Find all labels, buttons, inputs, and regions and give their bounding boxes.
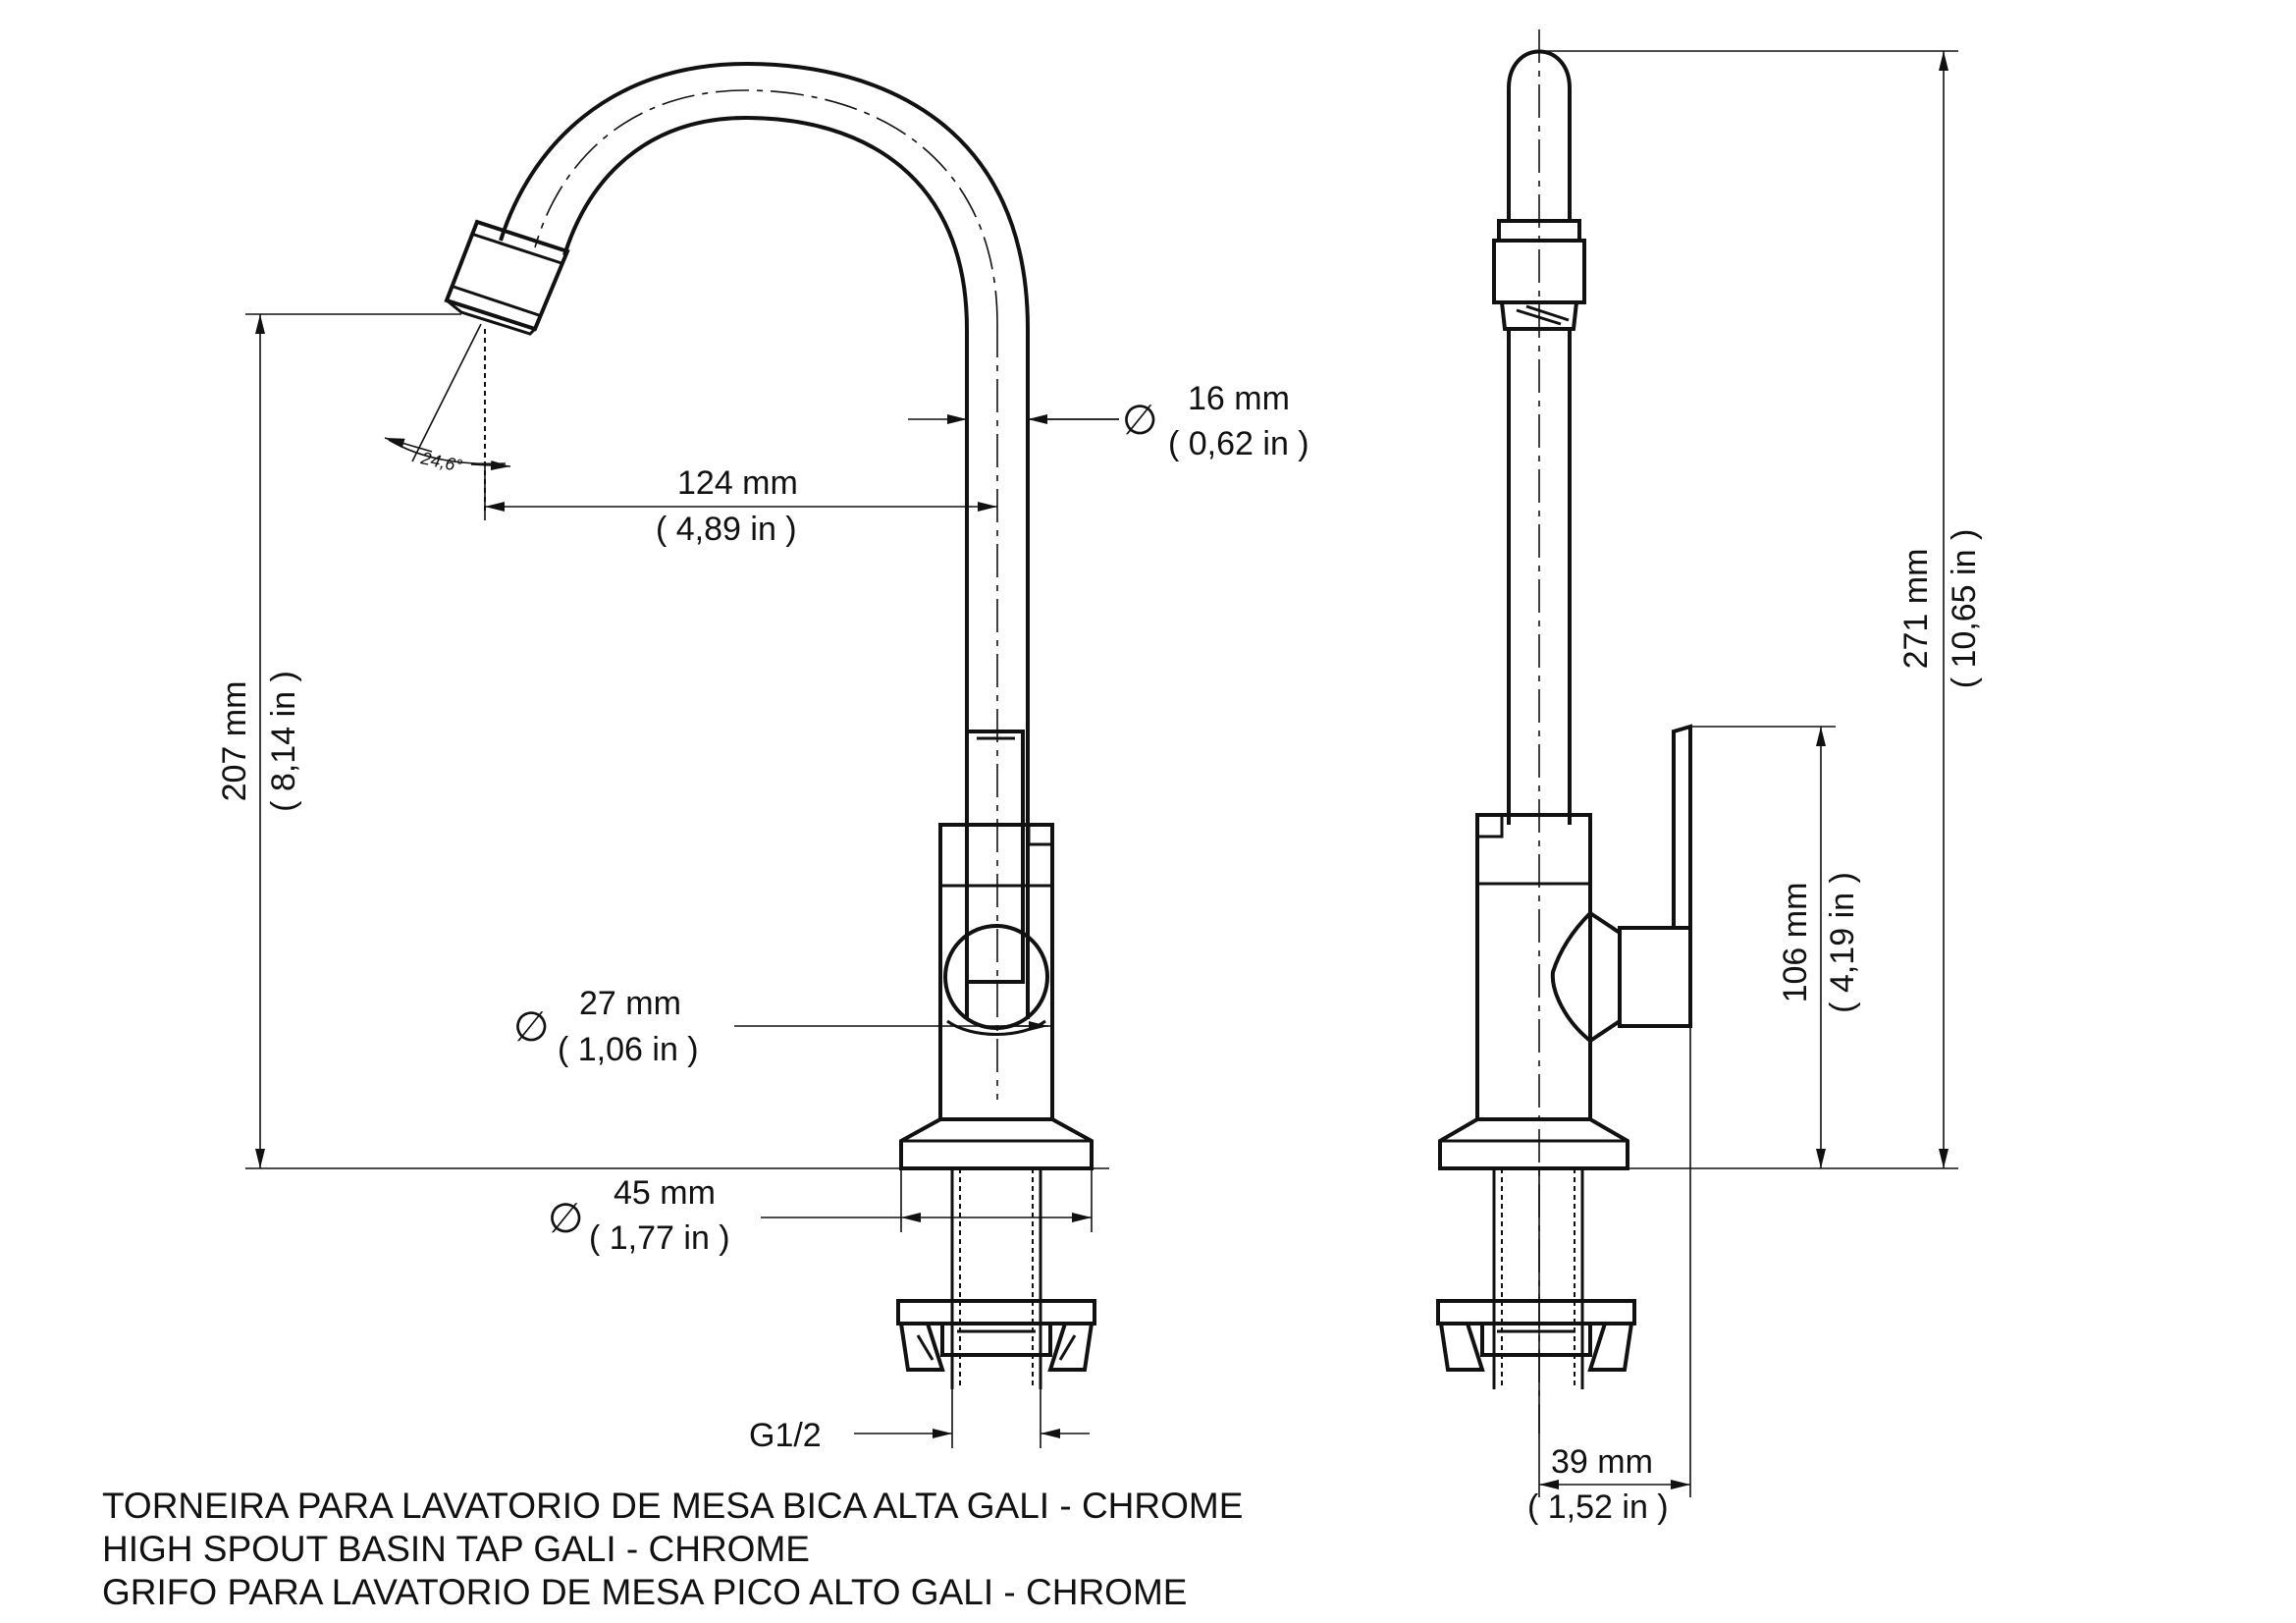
total-height-in: ( 10,65 in ) <box>1946 529 1983 689</box>
threaded-rod-side <box>1492 1168 1584 1389</box>
handle-side <box>1618 724 1692 1028</box>
handle-height-in: ( 4,19 in ) <box>1824 872 1861 1013</box>
spout-diameter-mm: 16 mm <box>1188 380 1290 417</box>
diameter-symbol: ∅ <box>513 1003 550 1050</box>
side-view <box>1436 29 1958 1497</box>
caption-english: HIGH SPOUT BASIN TAP GALI - CHROME <box>102 1529 810 1569</box>
front-view <box>245 61 1119 1448</box>
caption-portuguese: TORNEIRA PARA LAVATORIO DE MESA BICA ALT… <box>102 1486 1244 1526</box>
caption-spanish: GRIFO PARA LAVATORIO DE MESA PICO ALTO G… <box>102 1572 1188 1612</box>
base-flange-side <box>1438 1117 1629 1170</box>
diameter-symbol: ∅ <box>1122 397 1158 443</box>
thread-size: G1/2 <box>749 1417 822 1454</box>
dimension-labels: ∅ 16 mm ( 0,62 in ) 124 mm ( 4,89 in ) 2… <box>216 380 1983 1526</box>
spout-diameter-in: ( 0,62 in ) <box>1168 425 1309 462</box>
base-flange <box>899 1117 1094 1170</box>
body-diameter-in: ( 1,06 in ) <box>558 1031 699 1068</box>
threaded-rod <box>950 1168 1042 1389</box>
total-height-mm: 271 mm <box>1897 549 1935 670</box>
spout-height-in: ( 8,14 in ) <box>265 671 302 812</box>
spray-angle: 24,6° <box>418 448 463 476</box>
mounting-nut-side <box>1436 1299 1636 1372</box>
handle-depth-in: ( 1,52 in ) <box>1527 1488 1669 1526</box>
handle-depth-mm: 39 mm <box>1551 1443 1653 1481</box>
spout-reach-mm: 124 mm <box>677 464 798 502</box>
spout-height-mm: 207 mm <box>216 681 253 802</box>
body-diameter-mm: 27 mm <box>579 985 681 1022</box>
base-diameter-mm: 45 mm <box>614 1174 716 1212</box>
aerator-side <box>1492 219 1586 331</box>
spout-outer <box>499 61 1030 1019</box>
product-captions: TORNEIRA PARA LAVATORIO DE MESA BICA ALT… <box>102 1485 1243 1614</box>
lever-handle <box>965 730 1025 984</box>
handle-height-mm: 106 mm <box>1777 883 1814 1003</box>
spout-inner <box>562 115 969 1019</box>
body-side <box>1475 813 1622 1121</box>
faucet-body <box>938 823 1054 1121</box>
diameter-symbol: ∅ <box>548 1195 584 1241</box>
aerator <box>444 219 570 336</box>
mounting-nut <box>896 1299 1096 1372</box>
base-diameter-in: ( 1,77 in ) <box>589 1219 730 1257</box>
spout-reach-in: ( 4,89 in ) <box>656 511 797 548</box>
